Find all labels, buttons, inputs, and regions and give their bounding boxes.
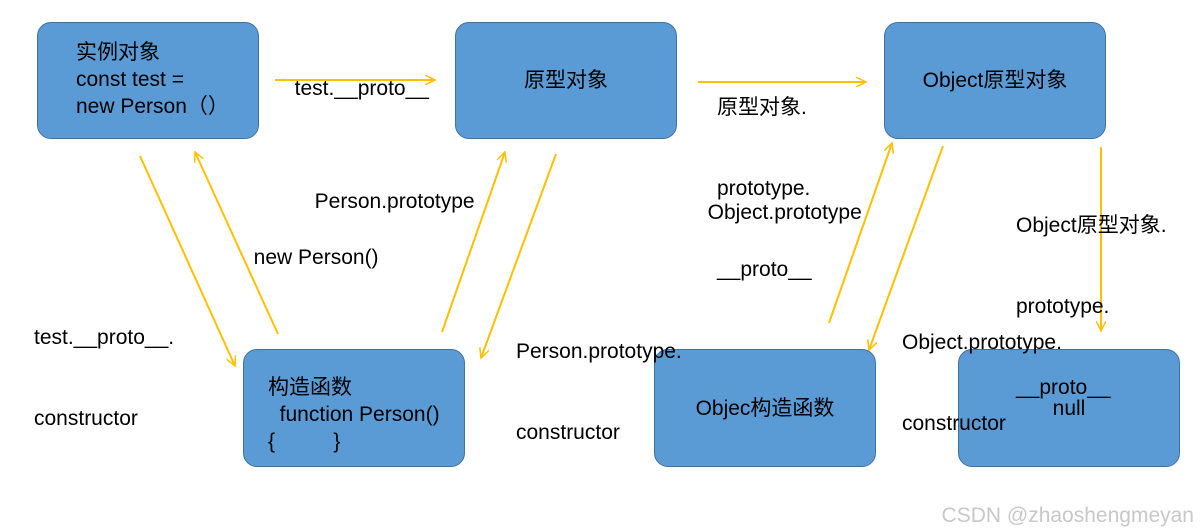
prototype-object-label: 原型对象 [524, 69, 608, 92]
arrow-constructor-to-instance [195, 152, 279, 335]
arrow-object-prototype-to-object-constructor [869, 145, 944, 350]
object-prototype-label: Object原型对象 [922, 69, 1068, 92]
null-label: null [1052, 396, 1086, 420]
constructor-code-2: { } [268, 430, 341, 453]
object-constructor-label: Objec构造函数 [695, 396, 835, 420]
instance-object-code-2: new Person（） [76, 95, 229, 118]
arrow-prototype-to-constructor [481, 153, 557, 358]
label-test-proto: test.__proto__ [294, 77, 429, 100]
prototype-object-box: 原型对象 [455, 22, 677, 139]
label-object-prototype: Object.prototype [707, 201, 862, 224]
label-object-prototype-constructor: Object.prototype. constructor [902, 331, 1062, 435]
object-constructor-box: Objec构造函数 [654, 349, 876, 467]
label-person-prototype: Person.prototype [314, 190, 475, 213]
object-prototype-box: Object原型对象 [884, 22, 1106, 139]
watermark: CSDN @zhaoshengmeyan [941, 504, 1194, 527]
instance-object-code-1: const test = [76, 68, 184, 91]
constructor-code-1: function Person() [268, 403, 440, 426]
label-test-proto-constructor: test.__proto__. constructor [34, 326, 175, 430]
constructor-box: 构造函数 function Person() { } [243, 349, 465, 467]
constructor-title: 构造函数 [268, 376, 352, 399]
null-box: null [958, 349, 1180, 467]
arrow-object-constructor-to-object-prototype [828, 143, 892, 324]
label-proto-proto: 原型对象. prototype. __proto__ [717, 96, 812, 281]
label-person-prototype-constructor: Person.prototype. constructor [516, 340, 682, 444]
instance-object-box: 实例对象 const test = new Person（） [37, 22, 259, 139]
label-new-person: new Person() [253, 246, 379, 269]
arrow-instance-to-constructor [139, 155, 235, 366]
instance-object-title: 实例对象 [76, 41, 160, 64]
arrow-constructor-to-prototype [441, 152, 505, 333]
label-object-proto-proto: Object原型对象. prototype. __proto__ [1016, 214, 1167, 399]
